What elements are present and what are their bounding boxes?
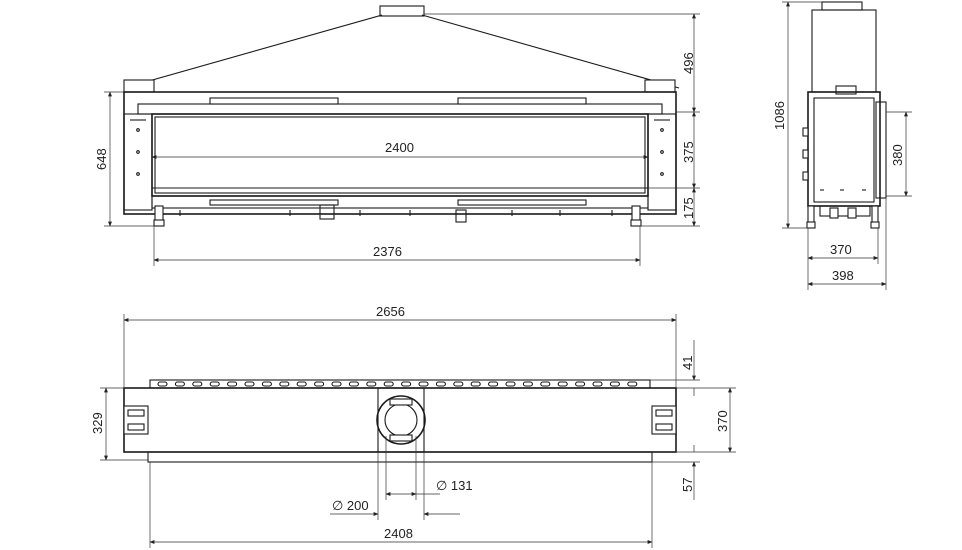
vent-slot	[627, 381, 638, 387]
vent-slots	[157, 381, 638, 387]
dim-inner-flue-diameter: ∅ 131	[436, 478, 473, 493]
vent-slot	[348, 381, 359, 387]
vent-slot	[279, 381, 290, 387]
vent-slot	[227, 381, 238, 387]
top-dimensions	[100, 314, 736, 548]
vent-slot	[174, 381, 185, 387]
vent-slot	[609, 381, 620, 387]
dim-total-height-side: 1086	[772, 101, 787, 130]
hood-outline	[123, 5, 680, 93]
front-dimensions	[104, 13, 700, 266]
vent-slot	[453, 381, 464, 387]
vent-slot	[261, 381, 272, 387]
dim-depth-right: 370	[715, 410, 730, 432]
vent-slot	[401, 381, 412, 387]
dim-depth-left: 329	[90, 412, 105, 434]
vent-slot	[488, 381, 499, 387]
dim-overall-width-top: 2656	[376, 304, 405, 319]
front-view: 496 375 175 648 2400 2376	[94, 5, 700, 266]
vent-slot	[157, 381, 168, 387]
dim-base-height: 175	[681, 197, 696, 219]
vent-slot	[557, 381, 568, 387]
dim-glass-width: 2400	[385, 140, 414, 155]
dim-front-offset: 41	[680, 356, 695, 370]
vent-slot	[244, 381, 255, 387]
vent-slot	[505, 381, 516, 387]
top-view: 2656 41 370 57 329 ∅ 200 ∅ 131 2408	[90, 304, 736, 548]
vent-slot	[366, 381, 377, 387]
dim-depth-outer: 398	[832, 268, 854, 283]
vent-slot	[296, 381, 307, 387]
vent-slot	[314, 381, 325, 387]
vent-slot	[470, 381, 481, 387]
dim-glass-height-side: 380	[890, 144, 905, 166]
vent-slot	[592, 381, 603, 387]
vent-slot	[383, 381, 394, 387]
dim-bottom-width: 2408	[384, 526, 413, 541]
dim-hood-height: 496	[681, 52, 696, 74]
glass-panel	[151, 113, 649, 197]
vent-slot	[418, 381, 429, 387]
vent-slot	[435, 381, 446, 387]
vent-slot	[540, 381, 551, 387]
side-view: 1086 380 370 398	[772, 1, 912, 290]
vent-slot	[575, 381, 586, 387]
vent-slot	[192, 381, 203, 387]
dim-glass-height: 375	[681, 141, 696, 163]
vent-slot	[331, 381, 342, 387]
base-frame	[151, 195, 649, 227]
side-dimensions	[782, 1, 912, 290]
dim-depth-inner: 370	[830, 242, 852, 257]
vent-slot	[522, 381, 533, 387]
firebox-body	[123, 91, 677, 215]
dim-rear-offset: 57	[680, 478, 695, 492]
dim-total-height-front: 648	[94, 148, 109, 170]
vent-slot	[209, 381, 220, 387]
dim-outer-flue-diameter: ∅ 200	[332, 498, 369, 513]
dim-overall-width-front: 2376	[373, 244, 402, 259]
top-rails	[137, 97, 663, 115]
